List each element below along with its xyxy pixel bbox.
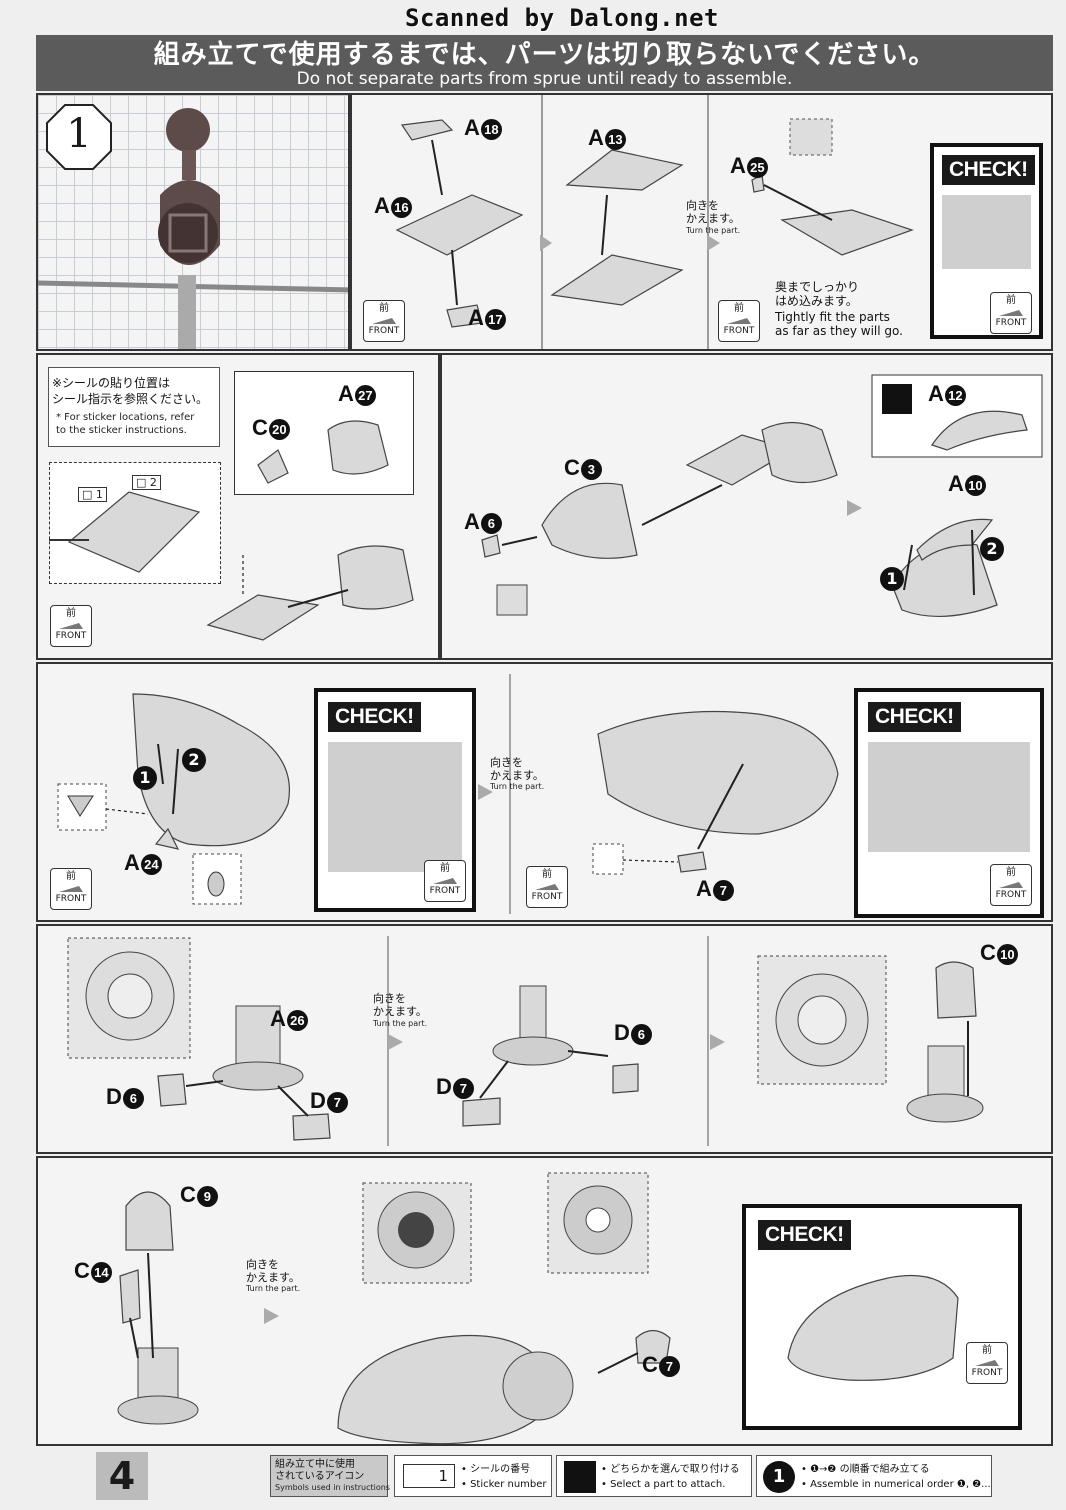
scan-watermark: Scanned by Dalong.net [405, 4, 719, 32]
legend-select: • どちらかを選んで取り付ける • Select a part to attac… [556, 1455, 752, 1497]
front-indicator-check1: 前 FRONT [990, 292, 1032, 334]
legend-order: 1 • ❶→❷ の順番で組み立てる • Assemble in numerica… [756, 1455, 992, 1497]
front-indicator-row5: 前 FRONT [966, 1342, 1008, 1384]
front-indicator-row2a: 前 FRONT [50, 605, 92, 647]
row3-illustration [57, 674, 839, 914]
front-indicator-check3a: 前 FRONT [424, 860, 466, 902]
turn-note-row1: 向きを かえます。 [686, 199, 740, 225]
front-indicator-check3b: 前 FRONT [990, 864, 1032, 906]
check-title: CHECK! [868, 702, 961, 732]
sticker-note-box [48, 367, 220, 447]
check-title: CHECK! [942, 155, 1035, 185]
warning-banner: 組み立てで使用するまでは、パーツは切り取らないでください。 Do not sep… [36, 35, 1053, 91]
sticker-location-illustration [49, 491, 201, 573]
page-number: 4 [96, 1452, 148, 1500]
sticker-note-en: * For sticker locations, refer to the st… [56, 412, 195, 436]
check-box-row3b: CHECK! 前 FRONT [854, 688, 1044, 918]
legend-symbols-title: 組み立て中に使用 されているアイコン Symbols used in instr… [270, 1455, 390, 1497]
sticker-note-jp: ※シールの貼り位置は シール指示を参照ください。 [52, 376, 209, 406]
sticker-tag-1: □ 1 [78, 487, 107, 502]
front-indicator-row3a: 前 FRONT [50, 868, 92, 910]
row2-left-illustration [206, 420, 414, 641]
turn-note-row1-en: Turn the part. [686, 226, 741, 235]
row1-illustration [395, 95, 914, 349]
check-box-row1: CHECK! 前 FRONT [930, 143, 1043, 339]
check-title-row5: CHECK! [758, 1220, 851, 1250]
turn-note-row5-jp: 向きを かえます。 [246, 1258, 300, 1284]
row5-illustration [117, 1172, 1022, 1444]
front-indicator-row1a: 前 FRONT [363, 300, 405, 342]
check-image [868, 742, 1030, 852]
banner-text-jp: 組み立てで使用するまでは、パーツは切り取らないでください。 [153, 40, 936, 70]
turn-note-row5-en: Turn the part. [246, 1284, 301, 1293]
overview-illustration [38, 108, 348, 349]
order-badge-2: 2 [980, 537, 1004, 561]
banner-text-en: Do not separate parts from sprue until r… [296, 69, 793, 89]
select-icon [564, 1461, 596, 1493]
front-indicator-row3b: 前 FRONT [526, 866, 568, 908]
legend-sticker-icon: 1 [403, 1464, 455, 1488]
front-indicator-row1b: 前 FRONT [718, 300, 760, 342]
row2-left-panel: ※シールの貼り位置は シール指示を参照ください。 * For sticker l… [36, 353, 440, 660]
turn-note-row3-jp: 向きを かえます。 [490, 756, 544, 782]
tight-fit-note-jp: 奥までしっかり はめ込みます。 [775, 280, 860, 308]
turn-note-row4-en: Turn the part. [373, 1019, 428, 1028]
select-icon-box [882, 384, 912, 414]
legend-sticker: 1 • シールの番号 • Sticker number [394, 1455, 552, 1497]
turn-note-row4-jp: 向きを かえます。 [373, 992, 427, 1018]
step-1-overview-panel: 1 [36, 93, 350, 351]
order-icon: 1 [763, 1461, 795, 1493]
sticker-tag-2: □ 2 [132, 475, 161, 490]
turn-note-row3-en: Turn the part. [490, 782, 545, 791]
check-image [328, 742, 462, 872]
order-badge-row3-1: 1 [133, 766, 157, 790]
row2-right-illustration [481, 374, 1043, 617]
order-badge-1: 1 [880, 567, 904, 591]
check-box-row3a: CHECK! 前 FRONT [314, 688, 476, 912]
step-number-octagon [46, 104, 112, 170]
step-number: 1 [66, 111, 92, 157]
check-image [942, 195, 1031, 269]
order-badge-row3-2: 2 [182, 748, 206, 772]
row4-illustration [67, 936, 984, 1146]
tight-fit-note-en: Tightly fit the parts as far as they wil… [775, 310, 903, 338]
check-title: CHECK! [328, 702, 421, 732]
